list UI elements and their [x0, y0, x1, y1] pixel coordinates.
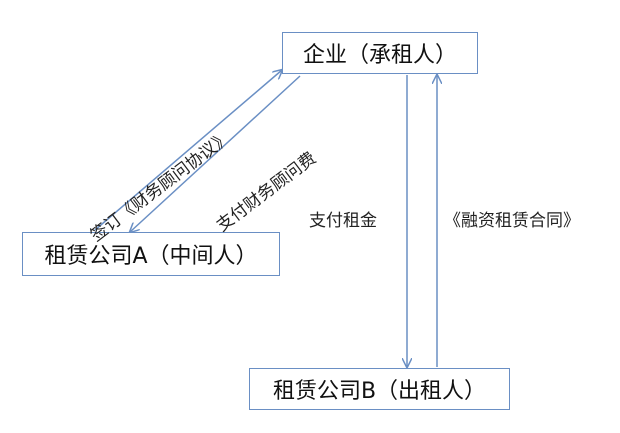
lessor-b-label: 租赁公司B（出租人） — [272, 379, 487, 404]
lessor-a-node: 租赁公司A（中间人） — [22, 232, 280, 276]
enterprise-label: 企业（承租人） — [302, 43, 457, 68]
lessor-a-label: 租赁公司A（中间人） — [44, 244, 258, 269]
enterprise-node: 企业（承租人） — [282, 32, 478, 74]
arrow-pay-fee — [130, 75, 301, 232]
finance-lease-label: 《融资租赁合同》 — [444, 211, 580, 231]
pay-rent-label: 支付租金 — [309, 211, 377, 231]
arrow-sign-agreement — [94, 70, 282, 231]
lessor-b-node: 租赁公司B（出租人） — [249, 368, 510, 410]
